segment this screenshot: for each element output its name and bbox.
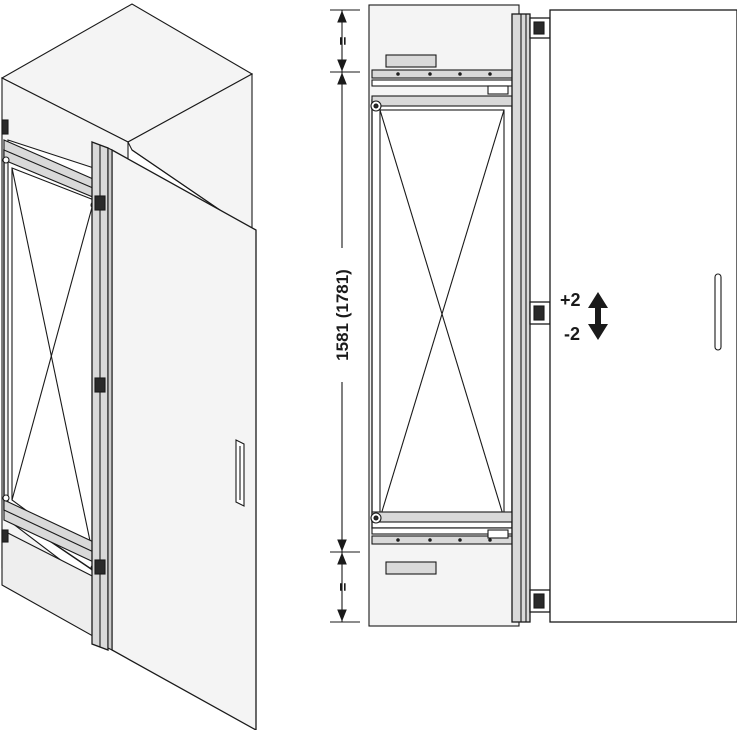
isometric-cabinet-view	[0, 3, 257, 730]
door-handle-elevation	[714, 273, 722, 351]
cross-line-b	[11, 199, 95, 501]
elevation-cross-b	[379, 109, 505, 519]
hinge-bracket-top	[529, 17, 551, 39]
door-panel-elevation	[549, 9, 737, 623]
bottom-gap-equal-label: =	[335, 582, 352, 591]
dimension-line-vertical	[330, 9, 360, 623]
cross-line-a	[11, 167, 95, 561]
hinge-bracket-middle	[529, 301, 551, 325]
adjustment-plus-label: +2	[560, 290, 581, 310]
top-mounting-plate	[385, 54, 437, 68]
cabinet-door	[111, 148, 257, 730]
top-gap-equal-label: =	[335, 36, 352, 45]
door-handle-iso	[235, 439, 245, 507]
front-elevation-view: = 1581 (1781) = +2 -2	[330, 4, 737, 627]
hinge-bracket-bottom	[529, 589, 551, 613]
bottom-mounting-plate	[385, 561, 437, 575]
bottom-rail-elevation	[370, 511, 513, 545]
double-arrow-vertical-icon	[588, 292, 608, 340]
adjustment-minus-label: -2	[564, 324, 580, 344]
height-dimension-label: 1581 (1781)	[333, 269, 352, 361]
